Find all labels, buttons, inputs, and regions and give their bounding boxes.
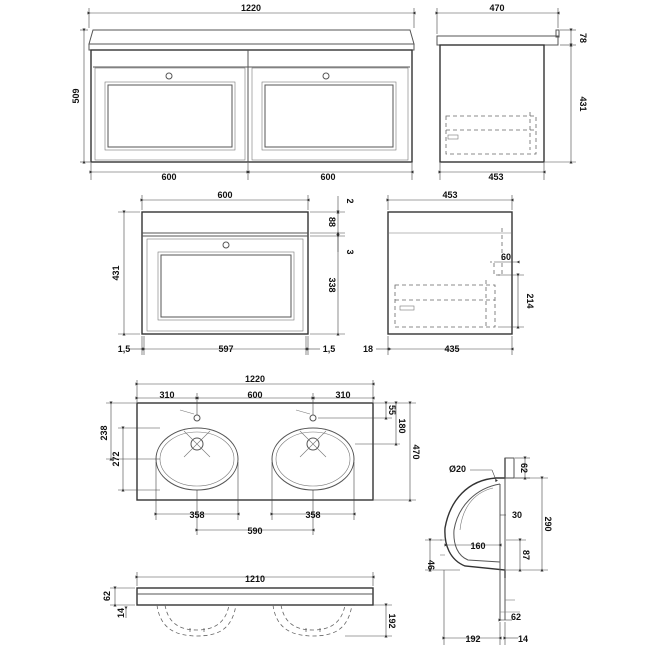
left-drawer-handle (165, 72, 173, 80)
basin-section-top-thickness: 62 (519, 463, 529, 473)
unit-left-reveal: 1,5 (118, 344, 131, 354)
basin-bowl-width-left: 358 (189, 510, 204, 520)
basin-plan-view: 1220 310 600 310 55 180 470 238 272 (99, 374, 421, 536)
left-waste-icon (190, 437, 204, 451)
unit-front-thickness: 18 (363, 344, 373, 354)
basin-tap-offset: 55 (387, 405, 397, 415)
unit-drawer-depth: 435 (444, 344, 459, 354)
unit-width: 600 (217, 190, 232, 200)
right-drawer-handle (322, 72, 330, 80)
basin-section-view: Ø20 62 290 30 160 87 46 62 (425, 456, 553, 645)
unit-side-view: 453 60 214 18 435 (363, 190, 535, 355)
unit-drawer-height: 214 (525, 293, 535, 308)
front-drawer-right-width: 600 (320, 172, 335, 182)
basin-front-bowl-depth: 192 (387, 613, 397, 628)
unit-drawer-rail: 88 (327, 217, 337, 227)
right-bowl (271, 427, 355, 491)
front-drawer-left-width: 600 (161, 172, 176, 182)
right-waste-icon (306, 437, 320, 451)
basin-bowl-to-back: 180 (397, 418, 407, 433)
basin-section-bowl-depth-overall: 192 (465, 634, 480, 644)
basin-section-rim: 30 (512, 510, 522, 520)
front-height: 509 (71, 88, 81, 103)
unit-right-reveal: 1,5 (323, 344, 336, 354)
unit-gap: 3 (345, 249, 355, 254)
basin-waste-diameter: Ø20 (449, 464, 466, 474)
basin-bowl-depth: 272 (111, 451, 121, 466)
side-body-height: 431 (578, 96, 588, 111)
unit-side-depth: 453 (442, 190, 457, 200)
side-base-depth: 453 (488, 172, 503, 182)
side-view: 470 78 431 453 (435, 3, 588, 182)
basin-section-waste-height: 87 (521, 550, 531, 560)
unit-top-gap: 2 (345, 198, 355, 203)
side-depth: 470 (489, 3, 504, 13)
unit-height: 431 (111, 265, 121, 280)
basin-front-width: 1210 (245, 574, 265, 584)
basin-front-to-centre: 238 (99, 425, 109, 440)
side-top-height: 78 (578, 33, 588, 43)
basin-edge-right: 310 (335, 390, 350, 400)
basin-depth: 470 (411, 444, 421, 459)
basin-section-bowl-height: 160 (470, 541, 485, 551)
basin-bowl-centres: 590 (247, 526, 262, 536)
unit-drawer-front: 338 (327, 277, 337, 292)
left-tap-hole-icon (193, 414, 201, 422)
unit-inner-width: 597 (218, 344, 233, 354)
right-tap-hole-icon (309, 414, 317, 422)
unit-drawer-handle (222, 241, 230, 249)
basin-bowl-width-right: 358 (305, 510, 320, 520)
basin-edge-left: 310 (159, 390, 174, 400)
basin-front-top-thickness: 62 (102, 591, 112, 601)
basin-section-base-offset: 62 (511, 612, 521, 622)
unit-front-view: 600 431 2 88 3 338 1,5 597 1,5 (111, 190, 355, 355)
basin-section-depth: 290 (543, 516, 553, 531)
basin-overall-width: 1220 (245, 374, 265, 384)
front-overall-width: 1220 (241, 3, 261, 13)
left-bowl (155, 427, 239, 491)
front-view: 1220 509 600 600 (71, 3, 416, 182)
basin-centre: 600 (247, 390, 262, 400)
unit-internal-offset: 60 (501, 252, 511, 262)
basin-section-waste-drop: 46 (426, 560, 436, 570)
basin-section-wall: 14 (518, 634, 528, 644)
basin-front-rim: 14 (116, 608, 126, 618)
basin-front-view: 1210 62 14 192 (102, 572, 397, 638)
